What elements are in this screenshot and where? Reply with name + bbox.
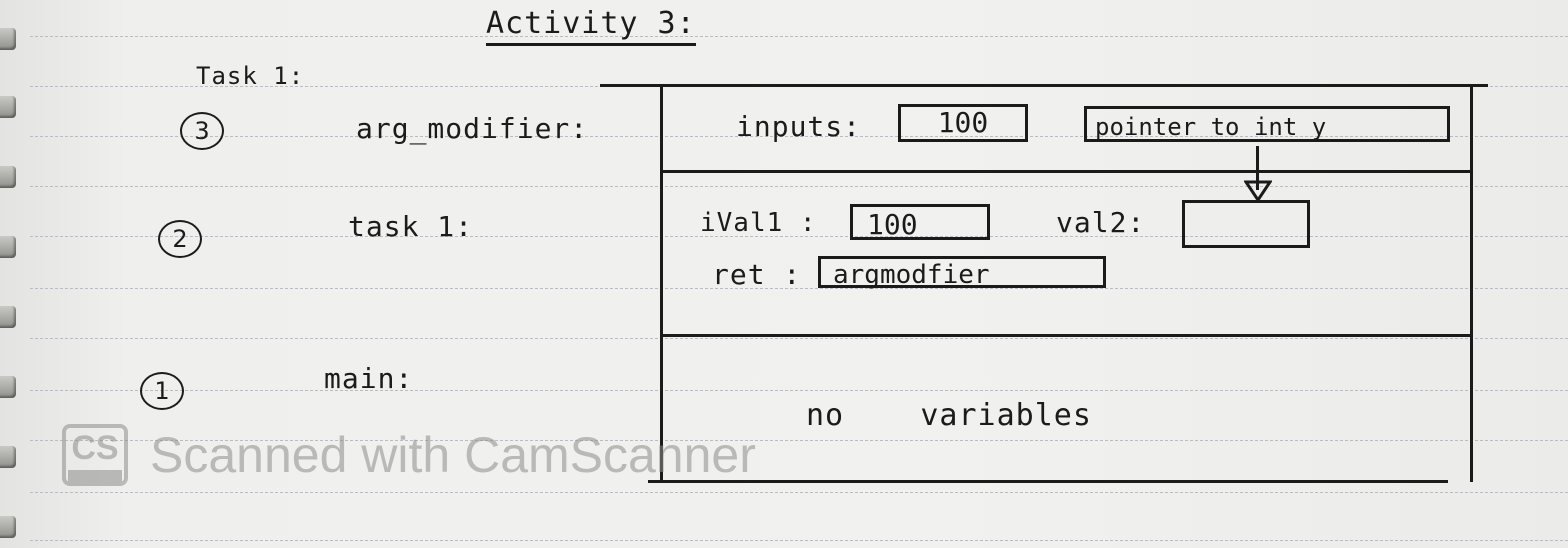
ival1-value-box: 100	[850, 204, 990, 241]
frame-divider	[660, 170, 1472, 173]
binder-hole	[0, 446, 16, 468]
ruled-line	[30, 338, 1568, 339]
stack-top-border	[600, 84, 1488, 87]
ret-value-box: argmodfier	[818, 256, 1106, 290]
task-subheading: Task 1:	[196, 62, 305, 90]
binder-hole	[0, 236, 16, 258]
binder-hole	[0, 376, 16, 398]
camscanner-logo: CS	[62, 424, 128, 486]
inputs-label: inputs:	[736, 110, 862, 143]
camscanner-logo-text: CS	[71, 429, 119, 467]
val2-label: val2:	[1056, 206, 1146, 239]
ruled-line	[30, 236, 1568, 237]
page-heading: Activity 3:	[486, 6, 696, 46]
frame-number-2: 2	[158, 220, 202, 258]
stack-right-border	[1470, 84, 1473, 482]
binder-hole	[0, 306, 16, 328]
binder-hole	[0, 28, 16, 50]
ruled-line	[30, 492, 1568, 493]
input-value-box: 100	[898, 104, 1028, 142]
frame-number-3: 3	[180, 112, 224, 150]
frame-label-task1: task 1:	[348, 210, 474, 243]
camscanner-logo-bar	[68, 470, 122, 482]
frame-label-main: main:	[324, 362, 414, 395]
stack-bottom-border	[648, 480, 1448, 483]
camscanner-text: Scanned with CamScanner	[150, 427, 756, 483]
ruled-line	[30, 36, 1568, 37]
val2-value-box	[1182, 200, 1310, 248]
frame-number-1: 1	[140, 372, 184, 410]
main-frame-note: no variables	[806, 398, 1092, 433]
ival1-label: iVal1 :	[700, 208, 817, 238]
ruled-line	[30, 288, 1568, 289]
camscanner-watermark: CS Scanned with CamScanner	[62, 424, 756, 486]
ret-label: ret :	[712, 258, 802, 291]
binder-hole	[0, 96, 16, 118]
frame-divider	[660, 334, 1472, 337]
ruled-line	[30, 440, 1568, 441]
frame-label-arg-modifier: arg_modifier:	[356, 112, 589, 145]
binder-hole	[0, 516, 16, 538]
ruled-line	[30, 390, 1568, 391]
ruled-line	[30, 540, 1568, 541]
ruled-line	[30, 186, 1568, 187]
stack-left-border	[660, 84, 663, 482]
pointer-arrow-icon	[1244, 180, 1272, 202]
ruled-line	[30, 136, 1568, 137]
pointer-value-box: pointer to int y	[1084, 106, 1450, 142]
pointer-arrow-shaft	[1256, 146, 1259, 190]
binder-hole	[0, 166, 16, 188]
